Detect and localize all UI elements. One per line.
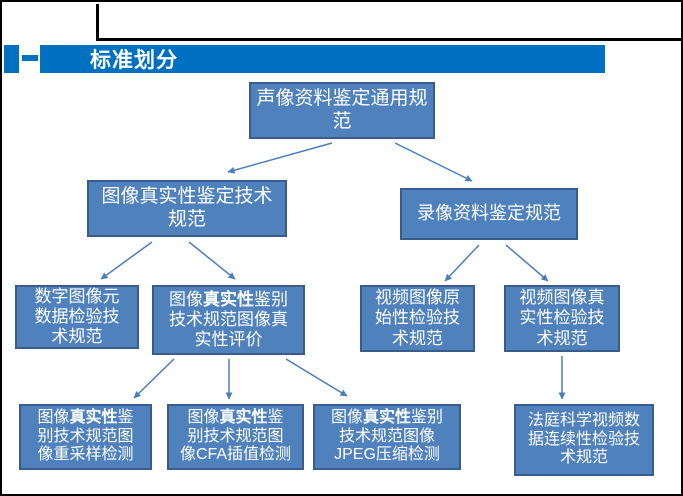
header-accent-dash — [22, 55, 38, 61]
arrow-root-to-video-rec-spec — [394, 142, 473, 182]
flowchart-node-video-rec-spec: 录像资料鉴定规范 — [400, 188, 578, 240]
flowchart-node-metadata-spec: 数字图像元数据检验技术规范 — [15, 285, 139, 349]
flowchart-node-cfa-detect: 图像真实性鉴别技术规范图像CFA插值检测 — [167, 404, 304, 470]
header-accent-square — [4, 45, 19, 73]
arrow-img-auth-spec-to-metadata-spec — [100, 241, 153, 280]
top-decor-vertical-line — [96, 4, 99, 39]
top-decor-horizontal-line — [96, 38, 681, 41]
flowchart-node-img-auth-eval: 图像真实性鉴别技术规范图像真实性评价 — [152, 285, 305, 355]
arrow-root-to-img-auth-spec — [227, 142, 333, 174]
flowchart-node-video-originality: 视频图像原始性检验技术规范 — [360, 285, 475, 352]
flowchart-node-continuity-spec: 法庭科学视频数据连续性检验技术规范 — [514, 404, 654, 476]
title-bar: 标准划分 — [40, 45, 605, 73]
arrow-img-auth-eval-to-jpeg-detect — [285, 358, 348, 397]
flowchart-node-img-auth-spec: 图像真实性鉴定技术规范 — [87, 180, 287, 237]
arrow-img-auth-eval-to-resample-detect — [133, 358, 175, 399]
arrow-video-rec-spec-to-video-originality — [444, 244, 480, 282]
arrow-img-auth-spec-to-img-auth-eval — [188, 241, 236, 280]
arrow-video-rec-spec-to-video-authenticity — [505, 244, 549, 282]
flowchart-node-resample-detect: 图像真实性鉴别技术规范图像重采样检测 — [19, 404, 152, 470]
slide-title: 标准划分 — [90, 49, 178, 72]
flowchart-node-root: 声像资料鉴定通用规范 — [249, 82, 435, 139]
flowchart-node-video-authenticity: 视频图像真实性检验技术规范 — [504, 285, 620, 352]
